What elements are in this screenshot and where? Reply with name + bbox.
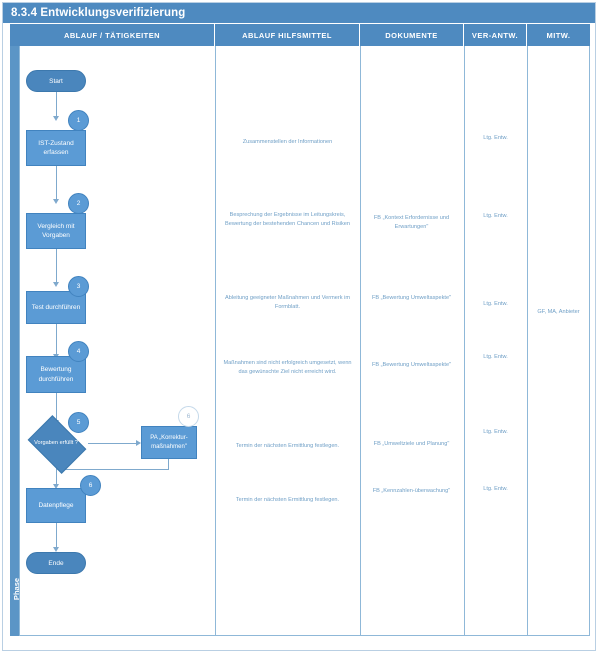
- column-divider-3: [464, 46, 465, 636]
- dokumente-note-4: FB „Bewertung Umweltaspekte": [371, 362, 452, 368]
- column-header-verantw: VER-ANTW.: [464, 24, 527, 46]
- flow-subprocess[interactable]: PA „Korrektur-maßnahmen": [141, 426, 197, 459]
- flow-decision-5[interactable]: Vorgaben erfüllt ?: [27, 415, 87, 474]
- connector-2-to-3: [56, 248, 57, 284]
- verantwortlich-note-5: Ltg. Entw.: [483, 429, 508, 435]
- column-header-dokumente: DOKUMENTE: [360, 24, 464, 46]
- step-badge-1: 1: [68, 110, 89, 131]
- column-header-hilfsmittel: ABLAUF HILFSMITTEL: [215, 24, 360, 46]
- column-header-mitw-label: MITW.: [546, 30, 571, 40]
- hilfsmittel-note-4: Maßnahmen sind nicht erfolgreich umgeset…: [223, 360, 352, 375]
- connector-start-to-1: [56, 90, 57, 118]
- flow-start-label: Start: [49, 77, 63, 85]
- flow-step-1[interactable]: IST-Zustand erfassen: [26, 130, 86, 166]
- arrow-start-to-1: [52, 116, 59, 121]
- column-header-ablauf: ABLAUF / TÄTIGKEITEN: [10, 24, 215, 46]
- flow-step-4[interactable]: Bewertung durchführen: [26, 356, 86, 393]
- column-divider-2: [360, 46, 361, 636]
- arrow-5-to-subprocess: [136, 439, 141, 446]
- hilfsmittel-note-2: Besprechung der Ergebnisse im Leitungskr…: [224, 212, 350, 227]
- page-title: 8.3.4 Entwicklungsverifizierung: [3, 3, 595, 23]
- flow-subprocess-label: PA „Korrektur-maßnahmen": [150, 435, 188, 450]
- flow-start-terminator[interactable]: Start: [26, 70, 86, 92]
- flow-step-1-label: IST-Zustand erfassen: [38, 139, 74, 156]
- verantwortlich-note-4: Ltg. Entw.: [483, 354, 508, 360]
- flow-end-terminator[interactable]: Ende: [26, 552, 86, 574]
- column-header-mitw: MITW.: [527, 24, 590, 46]
- arrow-1-to-2: [52, 199, 59, 204]
- flow-step-3-label: Test durchführen: [31, 303, 81, 311]
- column-divider-1: [215, 46, 216, 636]
- dokumente-note-5: FB „Umweltziele und Planung": [373, 441, 450, 447]
- column-header-row: ABLAUF / TÄTIGKEITEN ABLAUF HILFSMITTEL …: [10, 24, 590, 46]
- step-badge-3: 3: [68, 276, 89, 297]
- arrow-6-to-end: [52, 547, 59, 552]
- page-title-text: 8.3.4 Entwicklungsverifizierung: [11, 7, 186, 19]
- phase-label: Phase: [11, 577, 21, 601]
- flow-step-2[interactable]: Vergleich mit Vorgaben: [26, 213, 86, 249]
- flow-decision-5-label: Vorgaben erfüllt ?: [34, 440, 78, 446]
- step-badge-5: 5: [68, 412, 89, 433]
- dokumente-note-2: FB „Kontext Erfordernisse und Erwartunge…: [373, 215, 450, 230]
- column-header-hilfsmittel-label: ABLAUF HILFSMITTEL: [242, 30, 332, 40]
- hilfsmittel-note-1: Zusammenstellen der Informationen: [242, 139, 333, 145]
- hilfsmittel-note-5: Termin der nächsten Ermittlung festlegen…: [235, 443, 340, 449]
- step-badge-4: 4: [68, 341, 89, 362]
- arrow-5-to-6: [52, 484, 59, 489]
- connector-subprocess-down: [168, 459, 169, 469]
- connector-5-to-6: [56, 463, 57, 486]
- verantwortlich-note-3: Ltg. Entw.: [483, 301, 508, 307]
- connector-4-to-5: [56, 392, 57, 422]
- column-divider-4: [527, 46, 528, 636]
- arrow-2-to-3: [52, 282, 59, 287]
- hilfsmittel-note-6: Termin der nächsten Ermittlung festlegen…: [235, 497, 340, 503]
- subprocess-badge: 6: [178, 406, 199, 427]
- hilfsmittel-note-3: Ableitung geeigneter Maßnahmen und Verme…: [225, 295, 350, 310]
- step-badge-2: 2: [68, 193, 89, 214]
- phase-lane-strip: Phase: [10, 46, 21, 636]
- column-header-dokumente-label: DOKUMENTE: [385, 30, 438, 40]
- dokumente-note-3: FB „Bewertung Umweltaspekte": [371, 295, 452, 301]
- flow-step-2-label: Vergleich mit Vorgaben: [37, 222, 75, 239]
- connector-3-to-4: [56, 323, 57, 356]
- mitwirkend-note-3: GF, MA, Anbieter: [537, 309, 580, 315]
- connector-subprocess-back: [60, 469, 169, 470]
- step-badge-6: 6: [80, 475, 101, 496]
- connector-1-to-2: [56, 165, 57, 201]
- flow-step-4-label: Bewertung durchführen: [38, 366, 74, 383]
- verantwortlich-note-1: Ltg. Entw.: [483, 135, 508, 141]
- connector-5-to-subprocess: [88, 443, 138, 444]
- column-header-verantw-label: VER-ANTW.: [471, 30, 519, 40]
- dokumente-note-6: FB „Kennzahlen-überwachung": [372, 488, 451, 494]
- flow-step-6[interactable]: Datenpflege: [26, 488, 86, 523]
- verantwortlich-note-2: Ltg. Entw.: [483, 213, 508, 219]
- swimlane-body: [10, 46, 590, 636]
- flow-end-label: Ende: [48, 559, 64, 567]
- column-header-ablauf-label: ABLAUF / TÄTIGKEITEN: [63, 30, 161, 40]
- verantwortlich-note-6: Ltg. Entw.: [483, 486, 508, 492]
- flow-step-6-label: Datenpflege: [38, 501, 74, 509]
- connector-6-to-end: [56, 523, 57, 549]
